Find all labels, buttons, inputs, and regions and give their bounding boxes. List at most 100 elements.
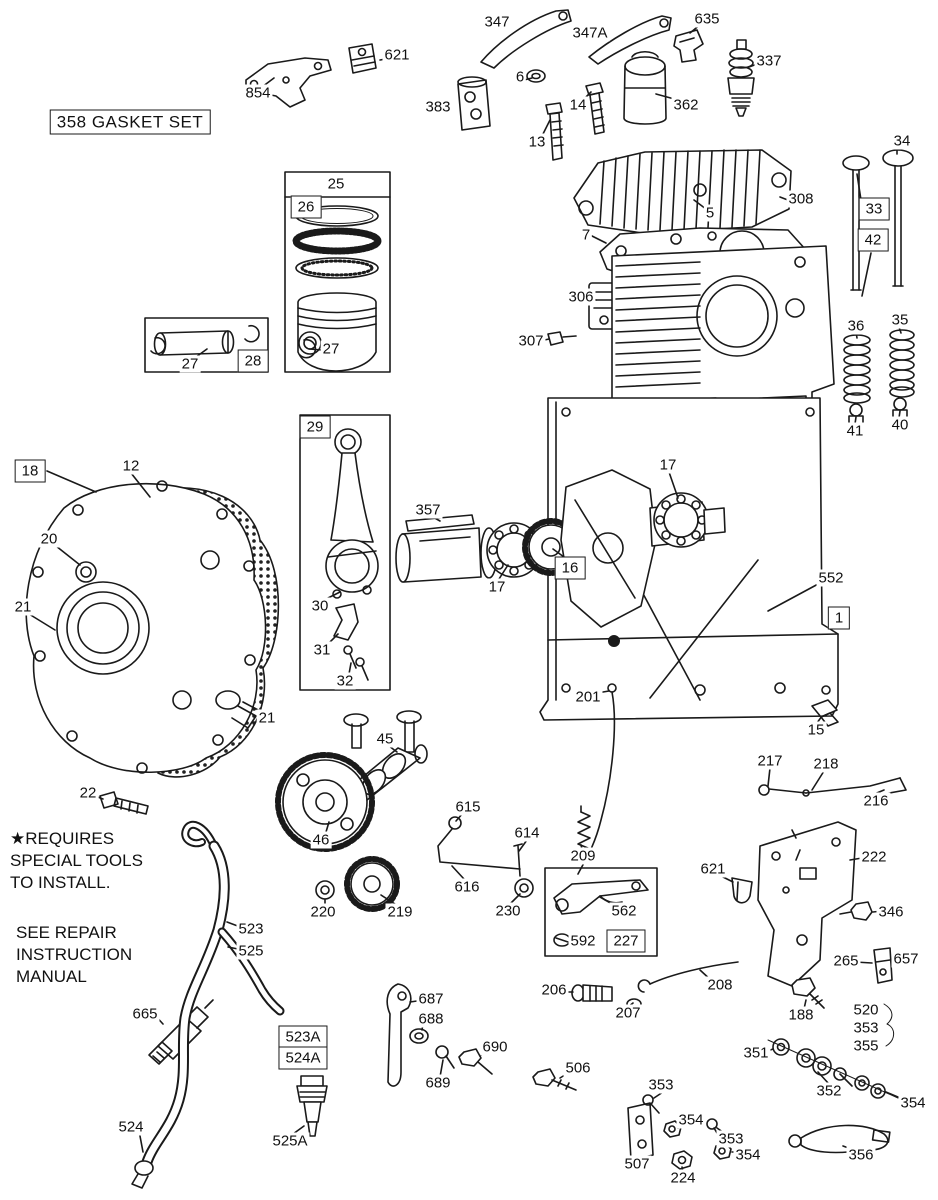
part-label-308: 308 <box>786 190 816 208</box>
part-label-357: 357 <box>413 501 443 519</box>
valve-spring-36 <box>843 334 871 404</box>
link-208 <box>637 961 739 993</box>
part-label-7: 7 <box>579 226 593 244</box>
part-label-307: 307 <box>516 332 546 350</box>
part-label-219: 219 <box>385 903 415 921</box>
part-label-33: 33 <box>858 197 890 221</box>
part-label-347: 347 <box>482 13 512 31</box>
part-label-621: 621 <box>698 860 728 878</box>
part-label-354: 354 <box>676 1111 706 1129</box>
crankshaft-16-17 <box>395 469 726 628</box>
part-label-353: 353 <box>646 1076 676 1094</box>
part-label-265: 265 <box>831 952 861 970</box>
part-label-216: 216 <box>861 792 891 810</box>
part-label-362: 362 <box>671 96 701 114</box>
fitting-525A <box>296 1075 328 1137</box>
bolt-506 <box>532 1068 577 1091</box>
cam-gear-46 <box>275 752 375 852</box>
throttle-link-347 <box>480 9 572 69</box>
bracket-507 <box>627 1102 654 1161</box>
part-label-562: 562 <box>609 902 639 920</box>
part-label-352: 352 <box>814 1082 844 1100</box>
bolt-690 <box>458 1048 493 1075</box>
part-label-358-gasket-set: 358 GASKET SET <box>49 109 211 135</box>
part-label-16: 16 <box>554 556 586 580</box>
part-label-40: 40 <box>889 416 911 434</box>
part-label-506: 506 <box>563 1059 593 1077</box>
part-label-208: 208 <box>705 976 735 994</box>
part-label-45: 45 <box>374 730 396 748</box>
part-label-12: 12 <box>120 457 142 475</box>
piston <box>297 292 377 372</box>
valve-spring-35 <box>889 329 915 398</box>
screw-353-a <box>642 1094 660 1114</box>
washer-6 <box>526 69 546 83</box>
part-label-27: 27 <box>179 355 201 373</box>
part-label-21: 21 <box>256 709 278 727</box>
part-label-616: 616 <box>452 878 482 896</box>
part-label-614: 614 <box>512 824 542 842</box>
part-label-383: 383 <box>423 98 453 116</box>
clip-621 <box>731 877 753 904</box>
part-label-36: 36 <box>845 317 867 335</box>
part-label-230: 230 <box>493 902 523 920</box>
bolt-346 <box>839 901 873 921</box>
part-label-592: 592 <box>568 932 598 950</box>
part-label-353: 353 <box>716 1130 746 1148</box>
valve-34 <box>882 149 914 287</box>
part-label-351: 351 <box>741 1044 771 1062</box>
ring-terminal-356 <box>788 1124 891 1154</box>
part-label-217: 217 <box>755 752 785 770</box>
part-label-17: 17 <box>486 578 508 596</box>
part-label-201: 201 <box>573 688 603 706</box>
part-label-31: 31 <box>311 641 333 659</box>
part-label-665: 665 <box>130 1005 160 1023</box>
breather-tube-383 <box>457 76 491 131</box>
part-label-209: 209 <box>568 847 598 865</box>
part-label-5: 5 <box>703 204 717 222</box>
part-label-525: 525 <box>236 942 266 960</box>
note-repair-manual: SEE REPAIR INSTRUCTION MANUAL <box>16 923 133 987</box>
part-label-525a: 525A <box>270 1132 310 1150</box>
link-615-616 <box>437 816 521 870</box>
part-label-354: 354 <box>898 1094 928 1112</box>
part-label-27: 27 <box>320 340 342 358</box>
part-label-347a: 347A <box>570 24 610 42</box>
part-label-523: 523 <box>236 920 266 938</box>
part-label-688: 688 <box>416 1010 446 1028</box>
part-label-337: 337 <box>754 52 784 70</box>
part-label-346: 346 <box>876 903 906 921</box>
bolt-13 <box>545 102 564 161</box>
part-label-222: 222 <box>859 848 889 866</box>
part-label-42: 42 <box>857 228 889 252</box>
governor-crank-hardware <box>767 1003 899 1099</box>
part-label-21: 21 <box>12 598 34 616</box>
lever-687 <box>386 983 412 1087</box>
part-label-28: 28 <box>237 349 269 373</box>
fitting-635 <box>673 29 704 63</box>
control-bracket-222 <box>757 821 857 987</box>
clamp-621-top <box>348 43 377 74</box>
pin-clip-27b <box>299 338 317 359</box>
part-label-356: 356 <box>846 1146 876 1164</box>
part-label-355: 355 <box>851 1037 881 1055</box>
throttle-link-347A <box>588 15 672 65</box>
oil-plug-15 <box>811 699 839 727</box>
part-label-15: 15 <box>805 721 827 739</box>
part-label-207: 207 <box>613 1004 643 1022</box>
part-label-524a: 524A <box>278 1046 328 1070</box>
part-label-18: 18 <box>14 459 46 483</box>
part-label-26: 26 <box>290 195 322 219</box>
part-label-520: 520 <box>851 1001 881 1019</box>
part-label-32: 32 <box>334 672 356 690</box>
part-label-188: 188 <box>786 1006 816 1024</box>
part-label-690: 690 <box>480 1038 510 1056</box>
nut-224 <box>671 1150 693 1170</box>
part-label-220: 220 <box>308 903 338 921</box>
crankcase-cover-18 <box>25 480 267 774</box>
part-label-1: 1 <box>827 606 851 630</box>
governor-links-216-218 <box>758 777 907 797</box>
cylinder-head-308 <box>573 149 792 234</box>
part-label-14: 14 <box>567 96 589 114</box>
